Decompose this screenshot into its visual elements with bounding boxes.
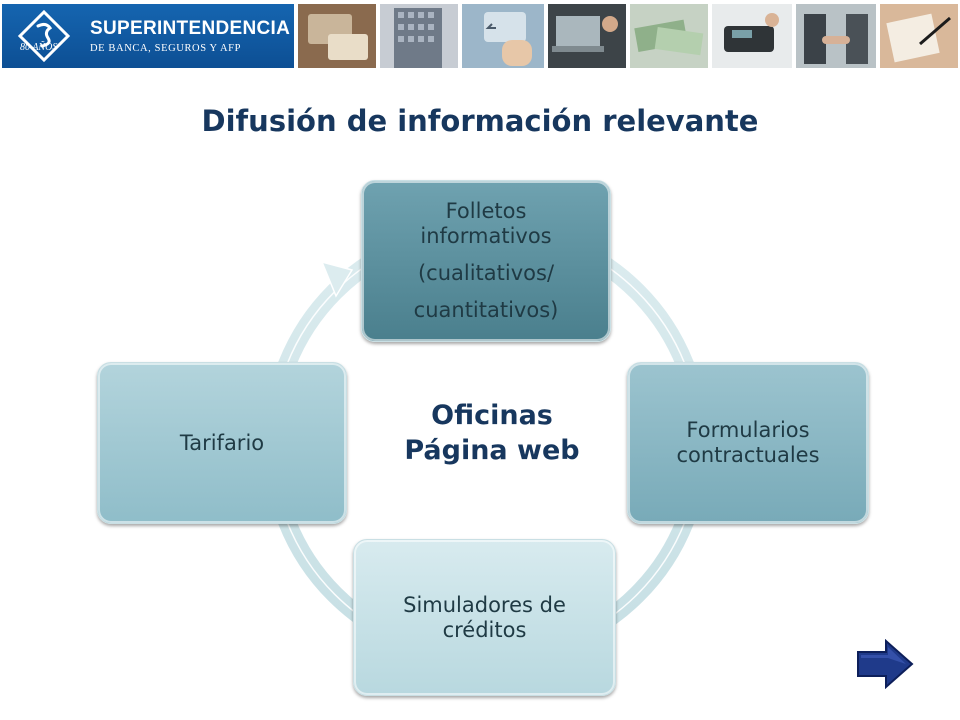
sbs-logo-icon xyxy=(17,9,71,63)
node-top-line3: (cualitativos/ xyxy=(417,261,555,285)
node-simuladores-de-creditos: Simuladores de créditos xyxy=(353,539,616,696)
sbs-logo: 80 AÑOS SUPERINTENDENCIA DE BANCA, SEGUR… xyxy=(2,4,294,68)
node-bottom-line2: créditos xyxy=(442,617,527,642)
center-label-line2: Página web xyxy=(404,435,580,467)
banner-photo-pos-terminal xyxy=(712,4,792,68)
node-left-line1: Tarifario xyxy=(179,430,265,455)
node-right-line2: contractuales xyxy=(676,443,820,467)
node-top-line4: cuantitativos) xyxy=(413,297,559,322)
banner-photo-signing xyxy=(880,4,958,68)
header-banner: 80 AÑOS SUPERINTENDENCIA DE BANCA, SEGUR… xyxy=(0,0,960,72)
node-folletos-informativos: Folletos informativos (cualitativos/ cua… xyxy=(361,180,611,342)
brand-name: SUPERINTENDENCIA xyxy=(90,18,291,39)
node-top-line1: Folletos xyxy=(445,199,527,224)
brand-subtitle: DE BANCA, SEGUROS Y AFP xyxy=(90,43,242,54)
node-formularios-contractuales: Formularios contractuales xyxy=(627,362,869,524)
node-bottom-line1: Simuladores de xyxy=(403,592,566,617)
center-label: Oficinas Página web xyxy=(360,398,624,468)
node-top-line2: informativos xyxy=(420,224,552,249)
right-arrow-icon[interactable] xyxy=(857,639,914,689)
banner-photo-money xyxy=(630,4,708,68)
banner-photo-building xyxy=(380,4,458,68)
banner-photo-cards xyxy=(298,4,376,68)
center-label-line1: Oficinas xyxy=(431,400,553,431)
node-tarifario: Tarifario xyxy=(97,362,347,524)
page-title: Difusión de información relevante xyxy=(201,104,759,138)
node-right-line1: Formularios xyxy=(686,418,810,443)
banner-photo-laptop xyxy=(548,4,626,68)
next-slide-button[interactable] xyxy=(856,639,914,689)
banner-photo-handshake xyxy=(796,4,876,68)
anniversary-badge: 80 AÑOS xyxy=(20,42,58,53)
cycle-arrowhead-icon xyxy=(320,260,354,298)
banner-photo-keyboard xyxy=(462,4,544,68)
